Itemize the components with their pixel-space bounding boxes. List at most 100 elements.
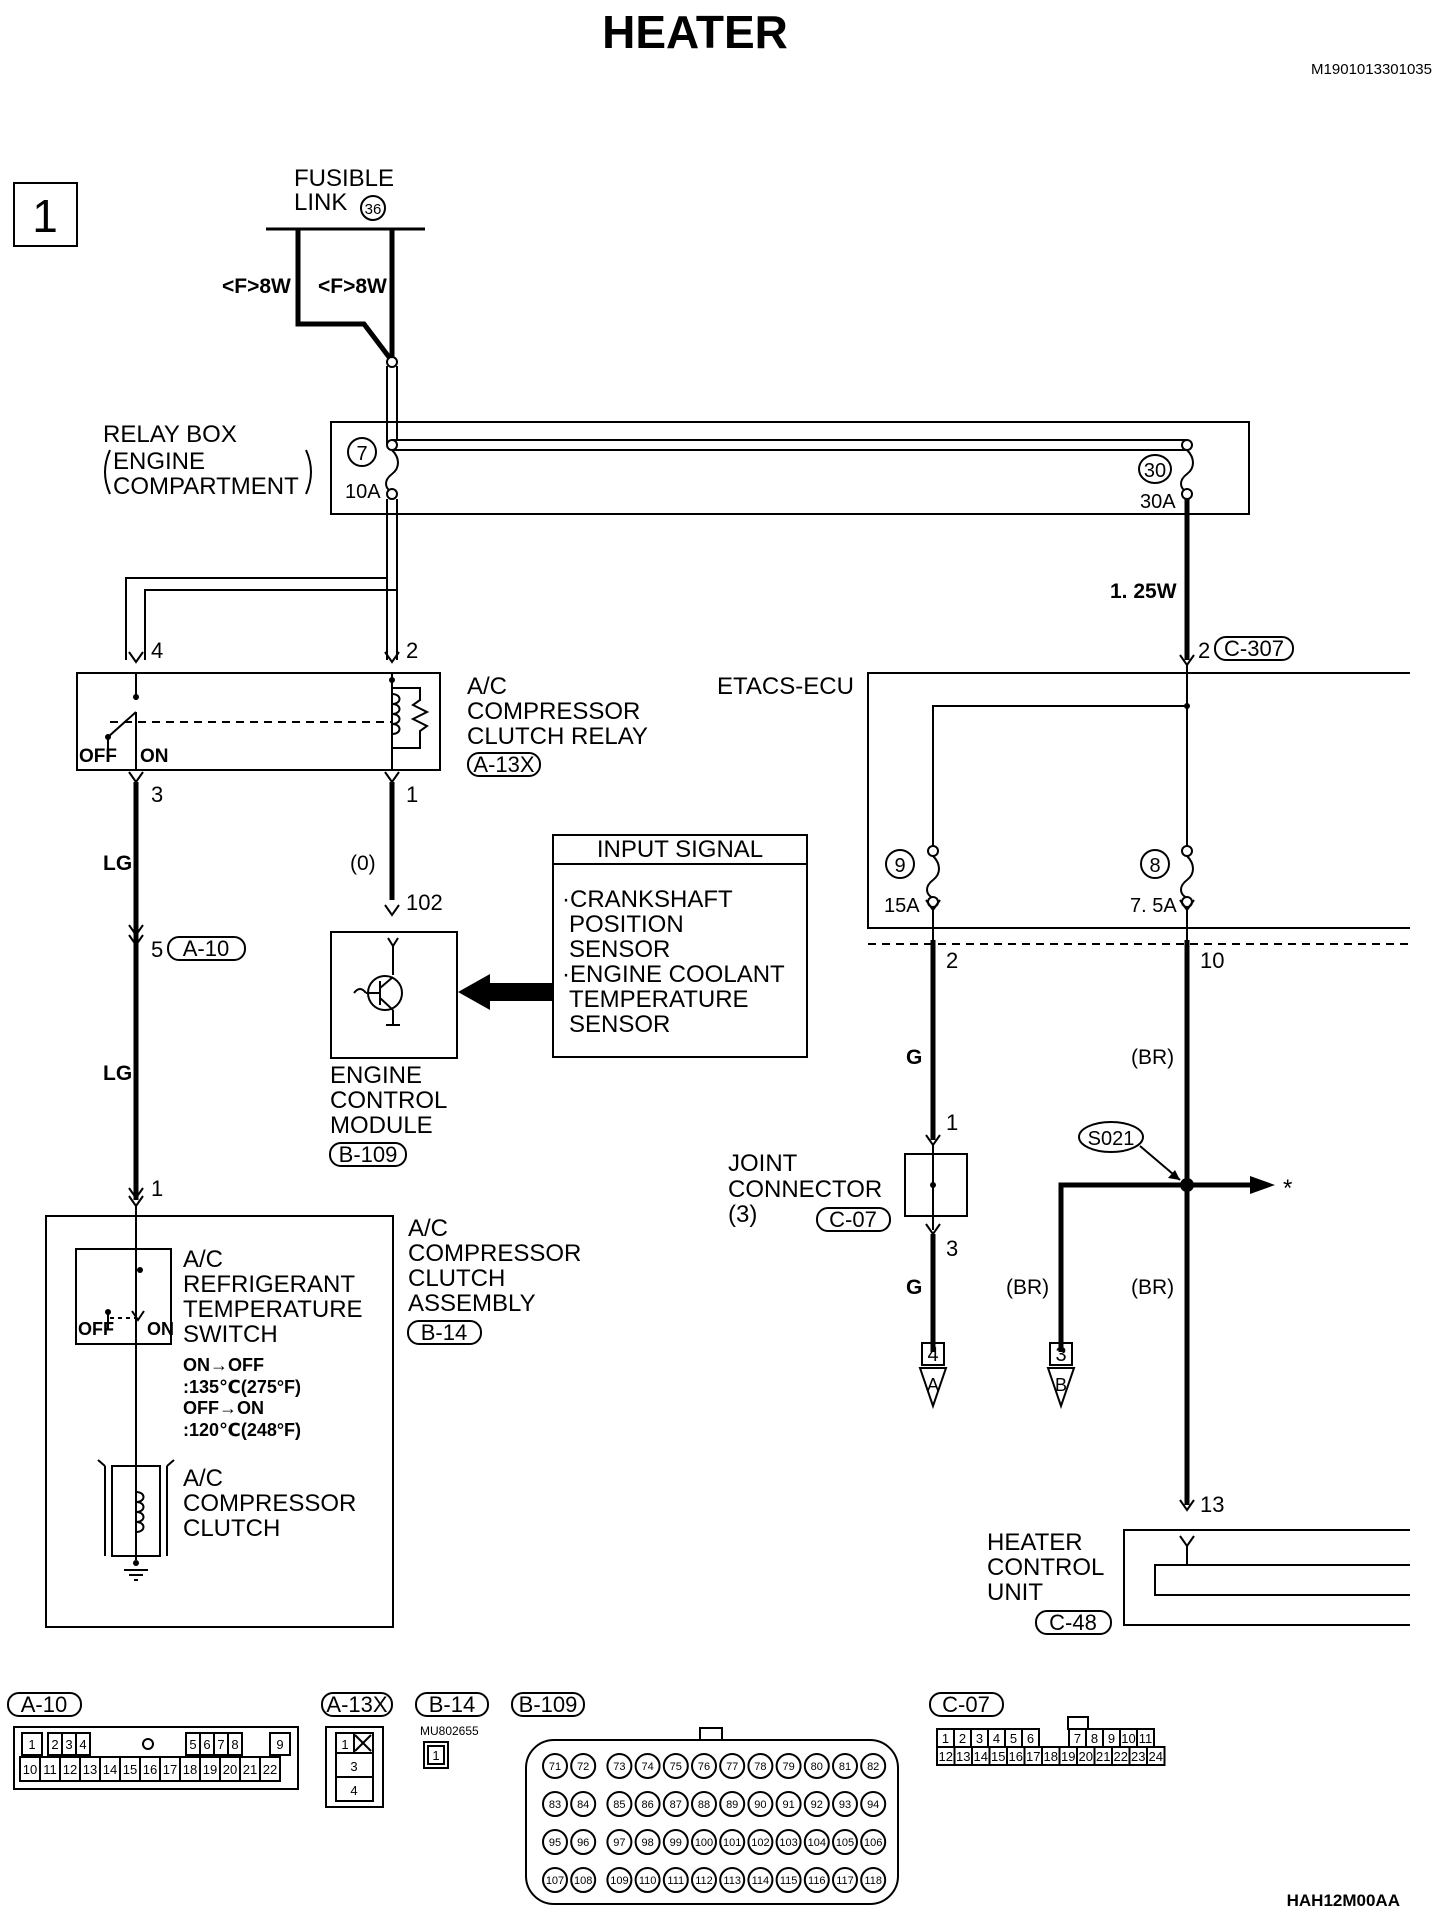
b109-pin-label: 90 bbox=[754, 1799, 766, 1811]
figure-code: HAH12M00AA bbox=[1287, 1891, 1400, 1910]
b109-cavity bbox=[803, 1791, 830, 1817]
b109-pin-label: 89 bbox=[726, 1799, 738, 1811]
input-signal-line-3: SENSOR bbox=[569, 936, 670, 963]
b14-view-label-box bbox=[415, 1692, 489, 1717]
heater-input-mark bbox=[1179, 1535, 1195, 1548]
fusible-link-number-circle bbox=[360, 195, 386, 221]
b109-cavity bbox=[570, 1867, 597, 1893]
pin-2-mark bbox=[384, 651, 400, 664]
compressor-connector: B-14 bbox=[421, 1320, 467, 1345]
b109-cavity bbox=[860, 1753, 887, 1779]
joint-connector-tag: C-07 bbox=[829, 1207, 877, 1232]
switch-spec-1: ON→OFF bbox=[183, 1355, 264, 1375]
ecm-box bbox=[330, 931, 458, 1059]
b109-view-label: B-109 bbox=[519, 1692, 578, 1717]
document-code: M1901013301035 bbox=[1311, 61, 1432, 78]
compressor-label-1: A/C bbox=[408, 1215, 448, 1242]
refrigerant-switch-label-4: SWITCH bbox=[183, 1321, 278, 1348]
b109-pin-label: 116 bbox=[808, 1875, 826, 1887]
fuse-30-element bbox=[1180, 449, 1194, 493]
clutch-box bbox=[111, 1465, 161, 1557]
wire-label-lg-lower: LG bbox=[103, 1062, 132, 1085]
b109-cavity bbox=[832, 1829, 858, 1855]
b109-pin-label: 72 bbox=[577, 1761, 589, 1773]
wire-label-lg-upper: LG bbox=[103, 852, 132, 875]
a10-pin-label: 14 bbox=[103, 1762, 117, 1777]
joint-label-1: JOINT bbox=[728, 1150, 798, 1177]
b109-cavity bbox=[747, 1791, 774, 1817]
ac-relay-box bbox=[76, 672, 441, 771]
refrigerant-switch-dot bbox=[137, 1267, 143, 1273]
c07-pin-label: 19 bbox=[1061, 1749, 1075, 1764]
b14-view-label: B-14 bbox=[429, 1692, 475, 1717]
b109-cavity bbox=[775, 1867, 802, 1893]
fusible-link-label-2: LINK bbox=[294, 189, 347, 216]
relay-on: ON bbox=[140, 746, 169, 767]
fuse-7-bottom bbox=[386, 488, 398, 500]
signal-arrow-icon bbox=[458, 974, 552, 1010]
feed-wire-left bbox=[295, 229, 394, 363]
c07-pin-label: 17 bbox=[1026, 1749, 1040, 1764]
fusible-link-number: 36 bbox=[365, 201, 382, 218]
offpage-b-triangle-icon bbox=[1046, 1367, 1076, 1410]
clutch-label-2: COMPRESSOR bbox=[183, 1490, 356, 1517]
joint-pin-out: 3 bbox=[946, 1236, 958, 1261]
c07-pin-label: 14 bbox=[974, 1749, 988, 1764]
joint-connector-box bbox=[904, 1153, 968, 1217]
c07-pin-label: 4 bbox=[993, 1731, 1000, 1746]
b109-key bbox=[699, 1727, 723, 1741]
heater-label-2: CONTROL bbox=[987, 1554, 1104, 1581]
b109-cavity bbox=[691, 1829, 717, 1855]
b109-pin-label: 91 bbox=[782, 1799, 794, 1811]
b109-pin-label: 99 bbox=[670, 1837, 682, 1849]
fuse-8-circle bbox=[1140, 849, 1170, 879]
c07-view-label: C-07 bbox=[942, 1692, 990, 1717]
b109-cavity bbox=[606, 1791, 633, 1817]
wire-label-ecm: (0) bbox=[350, 852, 376, 875]
relay-pin-1: 1 bbox=[406, 782, 418, 807]
b109-pin-label: 110 bbox=[639, 1875, 657, 1887]
br-branch-wire bbox=[1058, 1182, 1187, 1352]
a10-pin-label: 22 bbox=[263, 1762, 277, 1777]
a10-connector: A-10 bbox=[183, 936, 229, 961]
pin-1-mark bbox=[384, 771, 400, 784]
refrigerant-switch-on: ON bbox=[147, 1319, 174, 1339]
ac-relay-label-2: COMPRESSOR bbox=[467, 698, 640, 725]
b109-pin-label: 111 bbox=[667, 1875, 684, 1887]
relay-box-paren-right bbox=[305, 449, 312, 495]
compressor-label-4: ASSEMBLY bbox=[408, 1290, 536, 1317]
a10-view-label: A-10 bbox=[21, 1692, 67, 1717]
a13x-pin-1: 1 bbox=[341, 1737, 348, 1752]
b109-pin-label: 117 bbox=[836, 1875, 854, 1887]
c07-cavity bbox=[1146, 1746, 1166, 1766]
relay-resistor bbox=[392, 687, 430, 749]
connector-view-a13x: A-13X 1 3 4 bbox=[321, 1692, 393, 1808]
wire-label-br-branch: (BR) bbox=[1006, 1276, 1049, 1299]
a13x-view-label-box bbox=[321, 1692, 393, 1717]
input-signal-line-5: TEMPERATURE bbox=[569, 986, 749, 1013]
ac-relay-connector-box bbox=[467, 752, 541, 777]
b109-cavity bbox=[606, 1753, 633, 1779]
b109-cavity bbox=[860, 1867, 887, 1893]
b109-cavity bbox=[775, 1753, 802, 1779]
c07-pin-label: 20 bbox=[1079, 1749, 1093, 1764]
fuse-8-element bbox=[1180, 855, 1194, 899]
a10-cavity bbox=[269, 1732, 291, 1756]
b109-pin-label: 108 bbox=[574, 1875, 592, 1887]
a10-pin: 5 bbox=[151, 937, 163, 962]
ecm-base-signal bbox=[353, 988, 380, 994]
b109-pin-label: 92 bbox=[811, 1799, 823, 1811]
b109-cavity bbox=[747, 1867, 774, 1893]
b109-cavity bbox=[719, 1867, 746, 1893]
ecm-transistor-emitter bbox=[379, 997, 394, 1011]
input-signal-line-6: SENSOR bbox=[569, 1011, 670, 1038]
a13x-cross-2 bbox=[354, 1734, 372, 1752]
fuse-7-element bbox=[385, 449, 399, 493]
etacs-out-right-mark bbox=[1179, 899, 1195, 912]
page-marker-box bbox=[13, 182, 78, 247]
ac-relay-connector: A-13X bbox=[473, 752, 534, 777]
relay-contact-arm bbox=[107, 711, 137, 738]
b109-cavity bbox=[662, 1791, 689, 1817]
b109-cavity bbox=[606, 1829, 633, 1855]
